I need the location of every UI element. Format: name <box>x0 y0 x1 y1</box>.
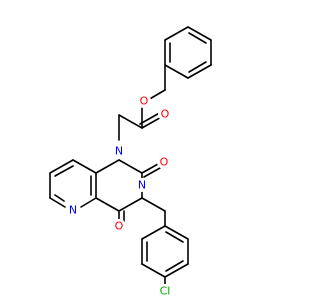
bond <box>49 197 66 208</box>
bond <box>141 163 159 174</box>
atom-n5: N <box>66 203 80 217</box>
bond <box>54 194 65 202</box>
bond <box>188 61 207 73</box>
bond <box>141 225 166 240</box>
atom-o4: O <box>112 219 126 233</box>
bond <box>187 26 212 41</box>
bond <box>95 159 120 174</box>
bond <box>164 225 189 240</box>
atom-n1: N <box>112 144 126 158</box>
bond <box>72 159 97 174</box>
bond <box>49 159 74 174</box>
bond <box>118 197 143 212</box>
atom-o3: O <box>157 155 171 169</box>
bond <box>141 263 166 278</box>
atom-label: Cl <box>160 285 171 298</box>
bond <box>141 197 166 212</box>
bond <box>187 64 212 79</box>
atom-label: O <box>115 220 124 233</box>
bond <box>54 165 74 177</box>
atom-label: O <box>161 108 170 121</box>
atom-cl: Cl <box>156 284 174 298</box>
atom-label: O <box>160 156 169 169</box>
bond <box>118 159 143 174</box>
atom-n3: N <box>135 178 149 192</box>
atom-label: N <box>115 145 123 158</box>
bond <box>80 197 97 208</box>
bond <box>164 263 189 278</box>
bond <box>165 260 184 272</box>
bond-lines <box>49 26 212 289</box>
bond <box>164 64 189 79</box>
atom-label: N <box>138 179 146 192</box>
atom-label: N <box>69 204 77 217</box>
bond <box>95 197 120 212</box>
atom-labels: O O N O N N O Cl <box>66 94 174 298</box>
bond <box>188 32 207 44</box>
bond <box>147 89 166 101</box>
atom-o2: O <box>158 107 172 121</box>
bond <box>164 26 189 41</box>
bond <box>165 231 184 243</box>
bond <box>118 114 143 129</box>
bond <box>143 167 161 178</box>
atom-label: O <box>140 95 149 108</box>
atom-o1: O <box>137 94 151 108</box>
molecule-structure-diagram: O O N O N N O Cl <box>49 26 212 298</box>
